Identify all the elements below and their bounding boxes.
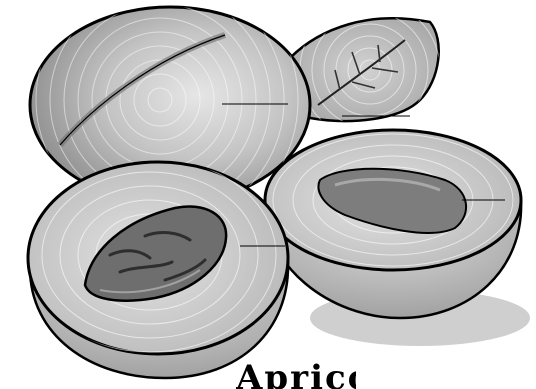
- fruit-name-caption: Apricot: [236, 358, 356, 389]
- apricot-half-left: [24, 158, 288, 378]
- apricot-half-right: [265, 130, 521, 318]
- leaf: [290, 0, 440, 140]
